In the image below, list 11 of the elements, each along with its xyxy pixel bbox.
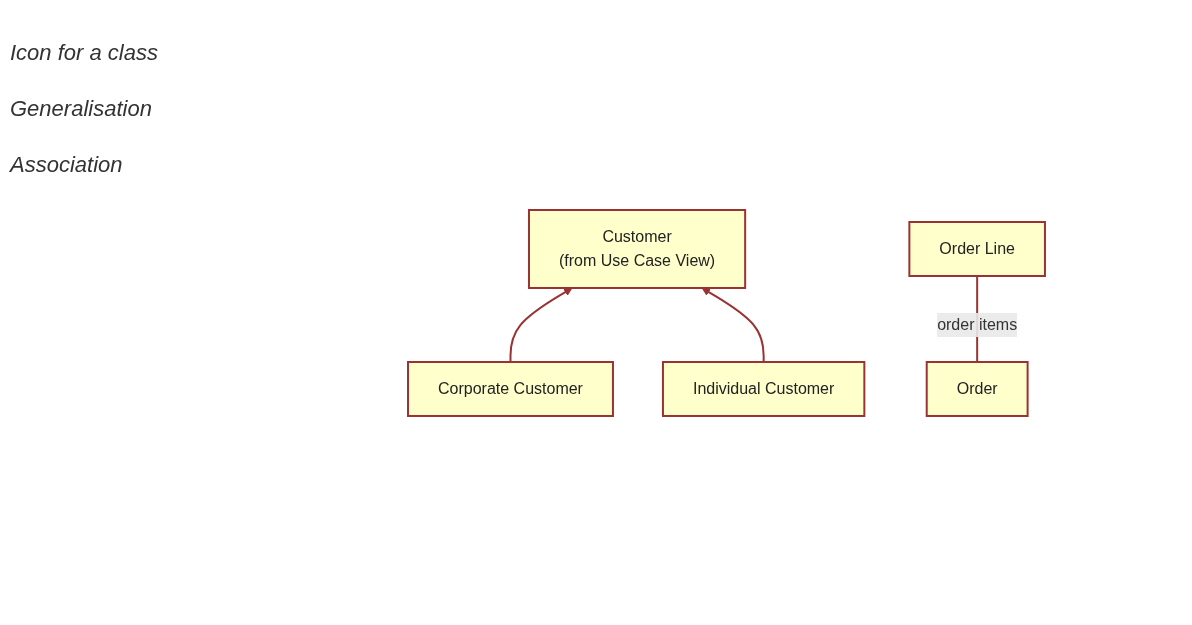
annotation-text: Generalisation <box>10 96 153 122</box>
annotation-text: Association <box>10 152 124 178</box>
annotation-text: Icon for a class <box>10 40 159 66</box>
node-box: Order Line <box>907 220 1046 277</box>
node-box: Individual Customer <box>661 360 865 417</box>
arrow <box>509 287 573 363</box>
arrow <box>701 287 765 363</box>
edge-label: order items <box>936 315 1017 333</box>
node-box: Customer (from Use Case View) <box>527 208 746 289</box>
node-box: Order <box>925 360 1029 417</box>
node-box: Corporate Customer <box>406 360 614 417</box>
